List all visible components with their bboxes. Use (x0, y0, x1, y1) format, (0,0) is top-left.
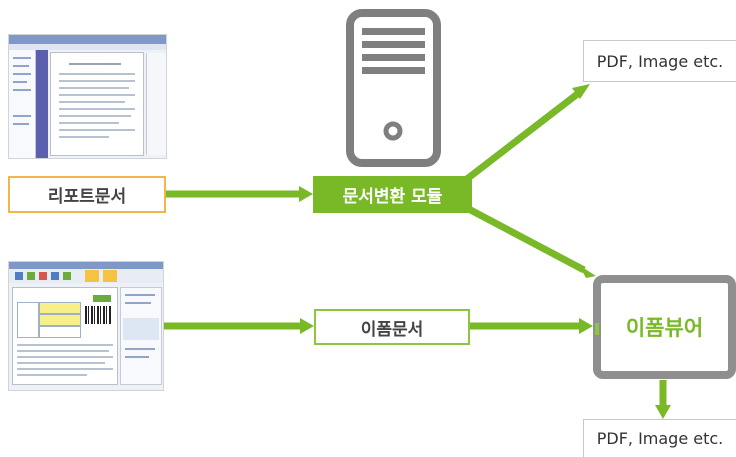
eform-viewer-node: 이폼뷰어 (625, 316, 704, 340)
arrow-module-to-output-top (460, 89, 583, 185)
report-screenshot-thumbnail (9, 35, 166, 158)
tablet-icon: 이폼뷰어 (593, 275, 736, 379)
eform-document-node: 이폼문서 (314, 309, 470, 345)
output-formats-top-node: PDF, Image etc. (584, 41, 736, 81)
conversion-module-node: 문서변환 모듈 (313, 176, 472, 213)
output-formats-bottom-node: PDF, Image etc. (584, 420, 736, 457)
arrow-module-to-viewer (461, 202, 586, 274)
report-document-node: 리포트문서 (8, 176, 166, 213)
server-icon (346, 9, 441, 167)
arrowhead-report-to-module (299, 186, 313, 202)
arrowhead-eform-to-viewer (579, 318, 593, 334)
arrowhead-viewer-to-output-bottom (655, 405, 671, 419)
arrowhead-module-to-viewer (579, 265, 596, 278)
tablet-input-marker (595, 323, 599, 335)
tablet-home-button (729, 327, 734, 332)
arrowhead-module-to-output-top (572, 84, 590, 99)
eform-screenshot-thumbnail (9, 262, 163, 390)
arrowhead-eform-screenshot-to-eform (300, 318, 314, 334)
